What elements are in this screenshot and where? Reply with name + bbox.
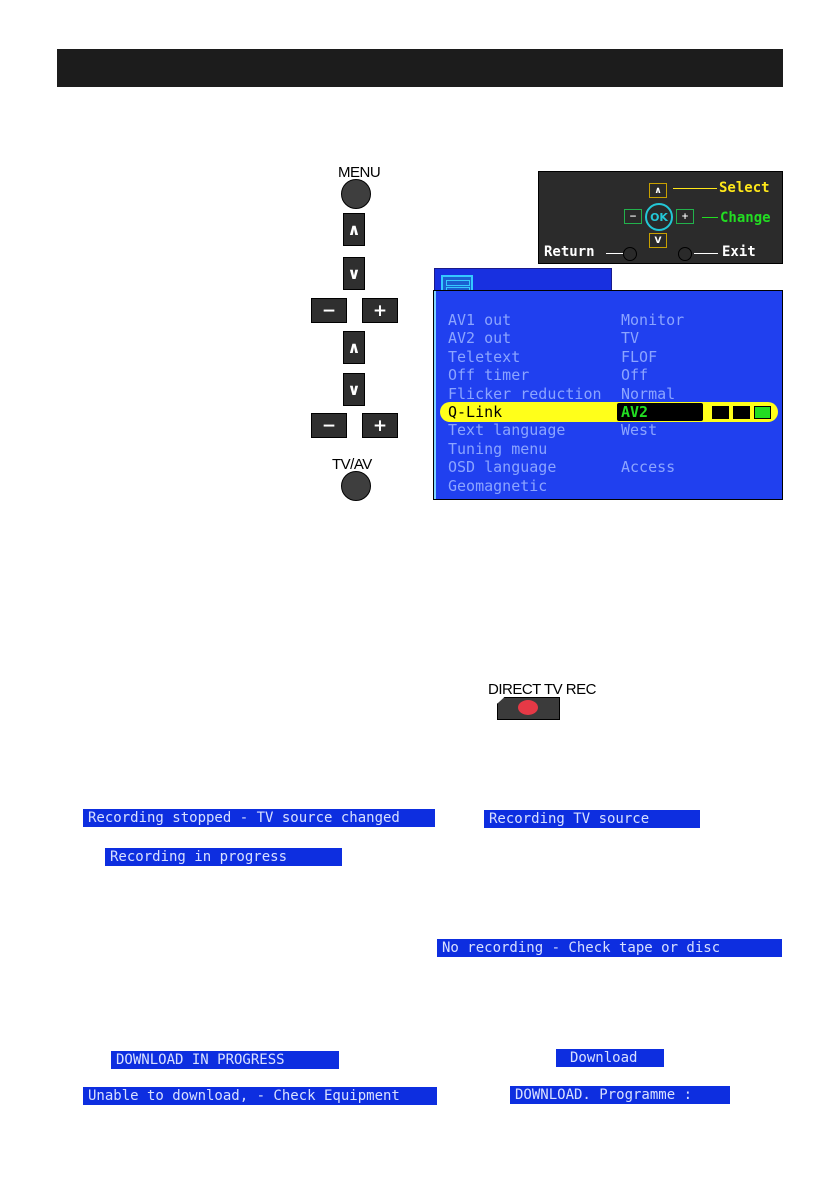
menu-item-value: Access <box>621 458 676 477</box>
minus-button[interactable]: − <box>311 298 347 323</box>
tvav-label: TV/AV <box>332 456 372 473</box>
select-line <box>673 188 717 189</box>
menu-item-value: TV <box>621 329 640 348</box>
menu-label: MENU <box>338 164 381 181</box>
menu-item-value: Normal <box>621 384 676 403</box>
exit-line <box>694 253 718 254</box>
setup-menu-panel <box>433 290 783 500</box>
option-square-1 <box>712 406 729 419</box>
direct-rec-label: DIRECT TV REC <box>488 681 596 698</box>
osd-download-programme: DOWNLOAD. Programme : <box>510 1086 730 1104</box>
osd-no-recording: No recording - Check tape or disc <box>437 939 782 957</box>
down-button-2[interactable]: ∨ <box>343 373 365 406</box>
menu-item-value: FLOF <box>621 347 658 366</box>
return-text: Return <box>544 244 595 260</box>
menu-item-value: AV2 <box>621 403 649 421</box>
menu-item-value: West <box>621 421 658 440</box>
menu-item-value: Off <box>621 366 649 385</box>
menu-item-label[interactable]: Geomagnetic <box>448 476 548 495</box>
exit-button-icon <box>678 247 692 261</box>
return-line <box>606 253 623 254</box>
menu-item-label[interactable]: Q-Link <box>448 403 503 421</box>
menu-item-label[interactable]: AV2 out <box>448 329 512 348</box>
osd-recording-in-progress: Recording in progress <box>105 848 342 866</box>
down-button[interactable]: ∨ <box>343 257 365 290</box>
guide-minus-key: − <box>624 209 642 224</box>
menu-item-value: Monitor <box>621 311 685 329</box>
menu-item-label[interactable]: AV1 out <box>448 311 512 329</box>
header-bar <box>57 49 783 87</box>
menu-item-label[interactable]: Flicker reduction <box>448 384 602 403</box>
up-button[interactable]: ∧ <box>343 213 365 246</box>
select-text: Select <box>719 180 770 196</box>
menu-item-label[interactable]: Tuning menu <box>448 439 548 458</box>
minus-button-2[interactable]: − <box>311 413 347 438</box>
up-button-2[interactable]: ∧ <box>343 331 365 364</box>
osd-download-in-progress: DOWNLOAD IN PROGRESS <box>111 1051 339 1069</box>
menu-button[interactable] <box>341 179 371 209</box>
selected-value-box <box>617 403 703 421</box>
osd-recording-tv-source: Recording TV source <box>484 810 700 828</box>
guide-down-key: V <box>649 233 667 248</box>
change-line <box>702 217 718 218</box>
menu-item-label[interactable]: OSD language <box>448 458 557 477</box>
osd-unable-to-download: Unable to download, - Check Equipment <box>83 1087 437 1105</box>
change-text: Change <box>720 210 771 226</box>
menu-item-label[interactable]: Teletext <box>448 347 521 366</box>
guide-plus-key: + <box>676 209 694 224</box>
menu-item-label[interactable]: Off timer <box>448 366 530 385</box>
exit-text: Exit <box>722 244 756 260</box>
option-square-2 <box>733 406 750 419</box>
plus-button-2[interactable]: + <box>362 413 398 438</box>
menu-item-label[interactable]: Text language <box>448 421 566 440</box>
control-guide: ∧ Select − OK + Change V Return Exit <box>538 171 783 264</box>
plus-button[interactable]: + <box>362 298 398 323</box>
guide-ok-key: OK <box>645 203 673 231</box>
record-dot-icon <box>518 700 538 715</box>
guide-up-key: ∧ <box>649 183 667 198</box>
osd-recording-stopped: Recording stopped - TV source changed <box>83 809 435 827</box>
osd-download: Download <box>556 1049 664 1067</box>
option-square-3 <box>754 406 771 419</box>
return-button-icon <box>623 247 637 261</box>
tvav-button[interactable] <box>341 471 371 501</box>
